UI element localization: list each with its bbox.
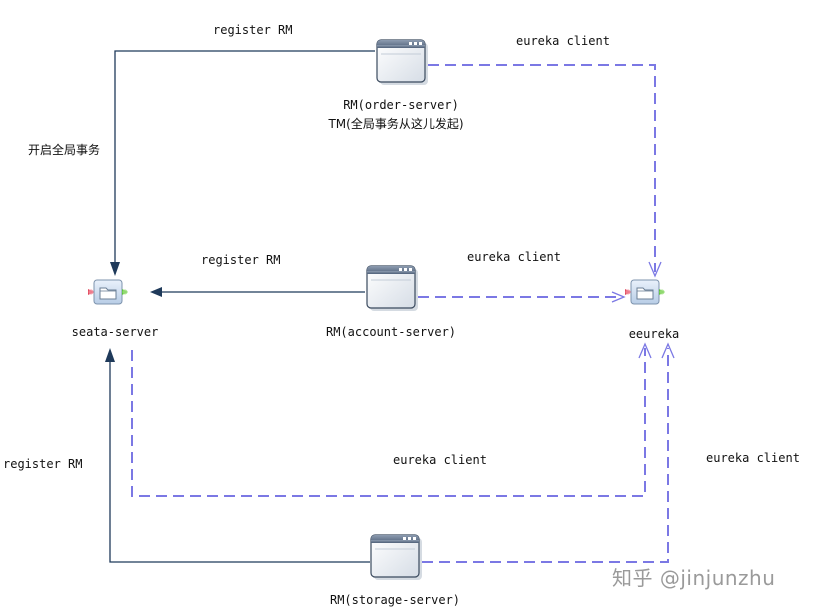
seata-eureka-label: eureka client xyxy=(393,453,487,467)
seata-to-eureka-line xyxy=(131,348,646,497)
account-eureka-label: eureka client xyxy=(467,250,561,264)
arrow-up-into-eureka-2 xyxy=(661,342,675,359)
storage-eureka-label: eureka client xyxy=(706,451,800,465)
order-register-label: register RM xyxy=(213,23,293,37)
eureka-arrowheads xyxy=(611,261,675,359)
account-server-window-icon[interactable] xyxy=(366,265,419,312)
order-to-eureka-line xyxy=(428,64,656,272)
storage-to-eureka-line xyxy=(422,348,669,563)
seata-server-icon[interactable] xyxy=(87,279,129,305)
watermark: 知乎 @jinjunzhu xyxy=(612,566,776,590)
seata-server-label: seata-server xyxy=(71,325,159,339)
register-arrowheads xyxy=(105,262,162,362)
account-server-label: RM(account-server) xyxy=(325,325,457,339)
register-lines xyxy=(109,50,375,563)
arrow-down-into-eureka xyxy=(648,261,662,278)
arrow-up-into-seata xyxy=(105,348,115,362)
eureka-server-icon[interactable] xyxy=(624,279,666,305)
arrow-right-into-eureka xyxy=(611,291,626,303)
arrow-down-into-seata xyxy=(110,262,120,276)
order-eureka-label: eureka client xyxy=(516,34,610,48)
order-server-window-icon[interactable] xyxy=(376,39,429,86)
order-to-seata-line xyxy=(114,50,375,270)
order-server-label: RM(order-server) xyxy=(343,98,459,112)
arrow-up-into-eureka-1 xyxy=(638,342,652,359)
eureka-label: eeureka xyxy=(628,327,680,341)
storage-register-label: register RM xyxy=(3,457,83,471)
global-transaction-label: 开启全局事务 xyxy=(28,143,101,157)
account-register-label: register RM xyxy=(201,253,281,267)
order-server-tm-label: TM(全局事务从这儿发起) xyxy=(328,117,464,131)
storage-server-label: RM(storage-server) xyxy=(329,593,461,607)
arrow-left-into-seata xyxy=(150,287,162,297)
storage-to-seata-line xyxy=(109,355,370,563)
storage-server-window-icon[interactable] xyxy=(370,534,423,581)
eureka-lines xyxy=(131,64,669,563)
